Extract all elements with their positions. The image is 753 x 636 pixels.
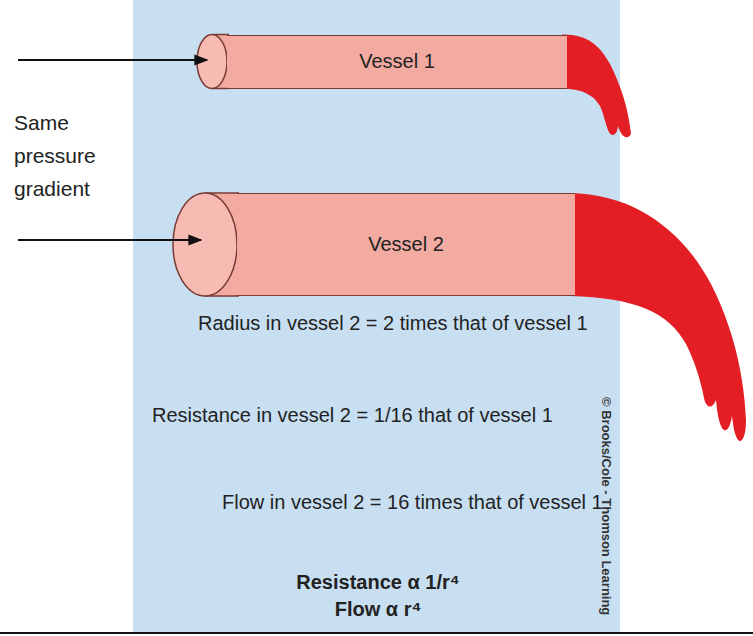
side-note: Same pressure gradient bbox=[14, 106, 126, 205]
comparison-note: Radius in vessel 2 = 2 times that of ves… bbox=[198, 309, 623, 338]
formula: Resistance α 1/r⁴ bbox=[178, 569, 578, 595]
comparison-note: Resistance in vessel 2 = 1/16 that of ve… bbox=[152, 401, 570, 430]
bottom-rule bbox=[0, 632, 753, 634]
vessel-tube: Vessel 1 bbox=[227, 35, 567, 89]
formula: Flow α r⁴ bbox=[178, 596, 578, 622]
vessel-label: Vessel 1 bbox=[359, 50, 435, 73]
comparison-note: Flow in vessel 2 = 16 times that of vess… bbox=[222, 488, 617, 517]
vessel-opening bbox=[173, 193, 237, 296]
vessel-opening bbox=[197, 35, 227, 89]
vessel-tube: Vessel 2 bbox=[237, 193, 575, 296]
pressure-arrow bbox=[18, 59, 207, 61]
blood-outflow bbox=[562, 34, 631, 137]
blood-outflow bbox=[570, 193, 746, 441]
vessel-label: Vessel 2 bbox=[368, 233, 444, 256]
pressure-arrow bbox=[18, 239, 201, 241]
copyright-note: © Brooks/Cole - Thomson Learning bbox=[598, 397, 614, 615]
